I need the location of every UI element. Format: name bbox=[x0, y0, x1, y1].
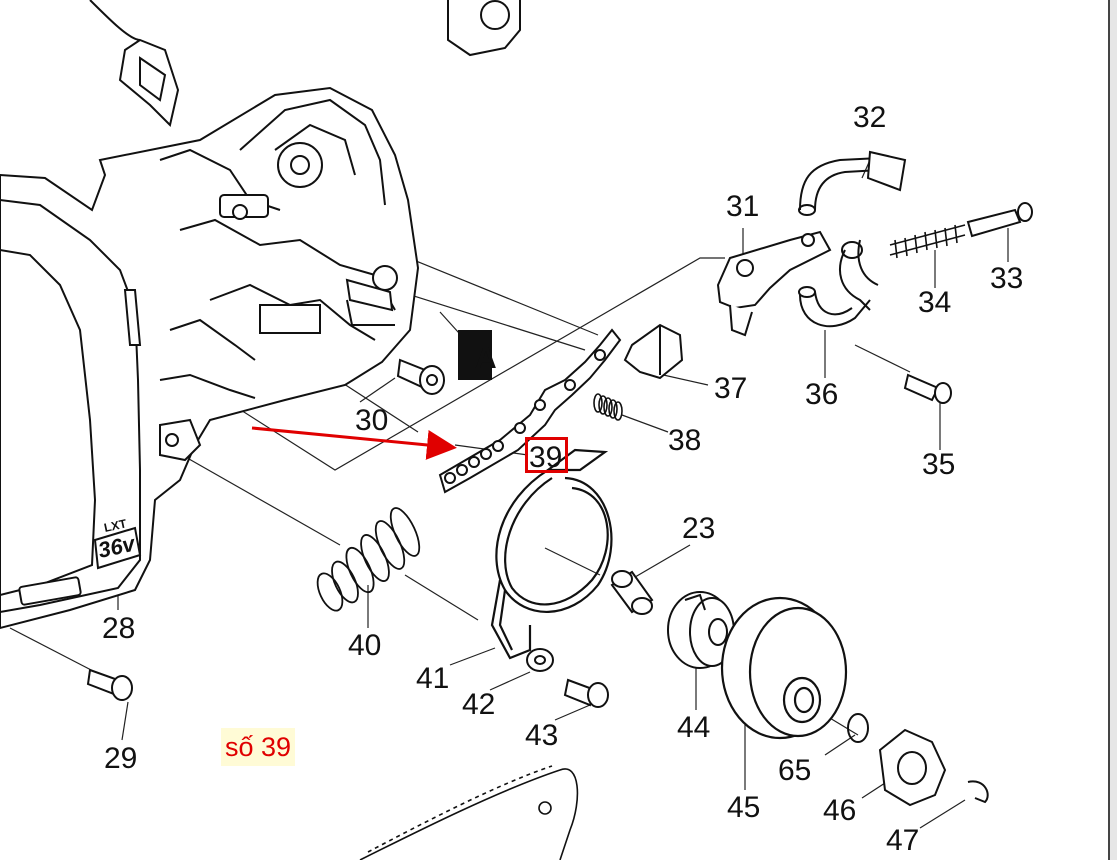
callout-letter: A bbox=[475, 342, 497, 375]
cord-tag bbox=[89, 0, 180, 127]
window-edge bbox=[1108, 0, 1110, 860]
leader-47 bbox=[919, 799, 966, 829]
note-label: số 39 bbox=[221, 728, 296, 766]
leader-65 bbox=[824, 734, 856, 756]
label-33: 33 bbox=[990, 262, 1023, 295]
nut-46 bbox=[878, 728, 947, 807]
clip-37 bbox=[623, 323, 684, 380]
motor-housing bbox=[0, 86, 420, 630]
spring-34 bbox=[889, 224, 966, 259]
leader-guide bbox=[177, 257, 725, 471]
label-36: 36 bbox=[805, 378, 838, 411]
brake-band-41 bbox=[490, 448, 613, 660]
label-45: 45 bbox=[727, 791, 760, 824]
leader-42 bbox=[489, 671, 531, 691]
label-47: 47 bbox=[886, 824, 919, 857]
leader-23 bbox=[629, 544, 691, 581]
label-65: 65 bbox=[778, 754, 811, 787]
oil-pump-31 bbox=[716, 230, 832, 337]
leader-41 bbox=[449, 647, 496, 666]
hose-36 bbox=[798, 239, 879, 328]
bushing-23 bbox=[610, 570, 654, 615]
hose-32 bbox=[798, 150, 907, 216]
label-46: 46 bbox=[823, 794, 856, 827]
label-43: 43 bbox=[525, 719, 558, 752]
screw-30 bbox=[396, 358, 445, 395]
spring-40 bbox=[316, 507, 421, 612]
label-40: 40 bbox=[348, 629, 381, 662]
washer-42 bbox=[526, 648, 554, 672]
plate-39 bbox=[438, 328, 622, 494]
label-32: 32 bbox=[853, 101, 886, 134]
label-39: 39 bbox=[529, 441, 562, 474]
saw-chain bbox=[359, 765, 579, 860]
top-cap bbox=[447, 0, 521, 57]
screw-35 bbox=[903, 373, 952, 404]
red-arrow bbox=[251, 426, 457, 460]
circlip-65 bbox=[847, 713, 869, 743]
screw-43 bbox=[563, 678, 609, 708]
label-34: 34 bbox=[918, 286, 951, 319]
label-29: 29 bbox=[104, 742, 137, 775]
label-28: 28 bbox=[102, 612, 135, 645]
window-edge-shadow bbox=[1110, 0, 1117, 860]
label-31: 31 bbox=[726, 190, 759, 223]
leader-29 bbox=[121, 701, 129, 741]
label-42: 42 bbox=[462, 688, 495, 721]
leader-43 bbox=[554, 704, 591, 721]
sprocket-45 bbox=[720, 596, 848, 740]
screw-29 bbox=[86, 668, 133, 701]
adjuster-33 bbox=[966, 202, 1033, 238]
label-41: 41 bbox=[416, 662, 449, 695]
label-38: 38 bbox=[668, 424, 701, 457]
callout-box bbox=[458, 330, 492, 380]
leader-35 bbox=[854, 344, 911, 373]
label-44: 44 bbox=[677, 711, 710, 744]
leader-30 bbox=[359, 377, 396, 403]
svg-text:LXT: LXT bbox=[103, 516, 129, 535]
clip-47 bbox=[967, 780, 989, 804]
label-23: 23 bbox=[682, 512, 715, 545]
part-number-labels: A 23 28 29 30 31 32 33 34 35 36 37 38 39… bbox=[102, 101, 1023, 857]
leader-38 bbox=[621, 414, 669, 433]
spring-38 bbox=[593, 393, 623, 421]
label-30: 30 bbox=[355, 404, 388, 437]
label-37: 37 bbox=[714, 372, 747, 405]
label-35: 35 bbox=[922, 448, 955, 481]
